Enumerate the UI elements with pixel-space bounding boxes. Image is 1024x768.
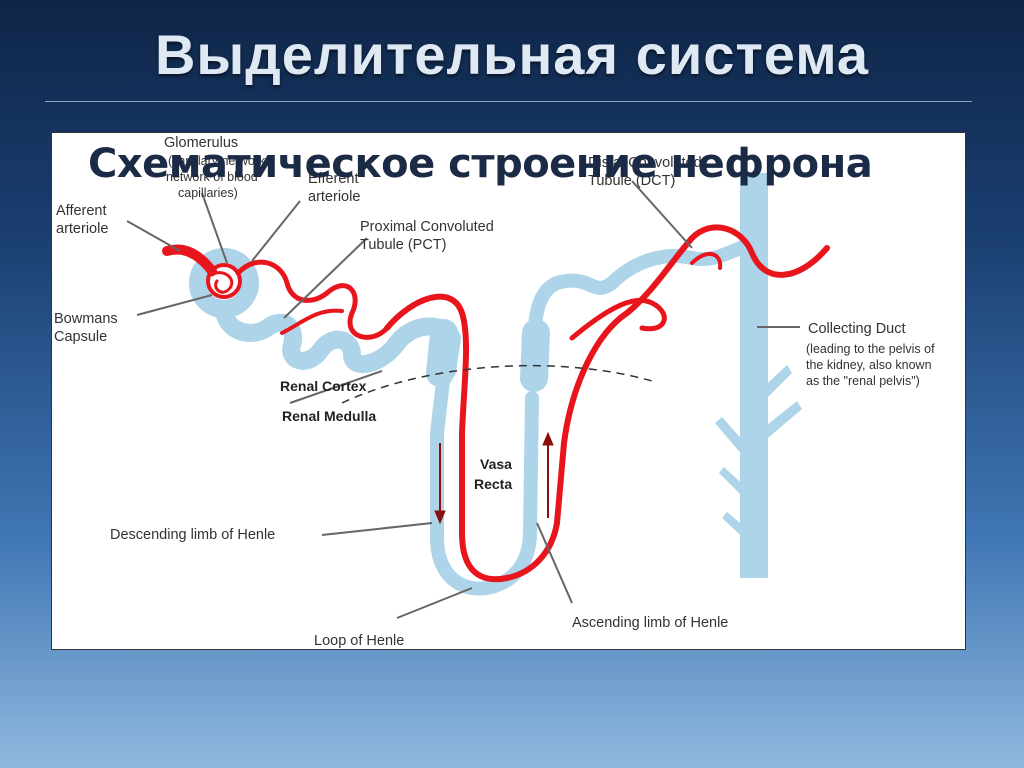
label-ascending-limb: Ascending limb of Henle	[572, 615, 728, 631]
label-dct-2: Tubule (DCT)	[588, 173, 675, 189]
label-recta: Recta	[474, 476, 512, 492]
leader-loop	[396, 587, 473, 619]
label-collecting-sub3: as the "renal pelvis")	[806, 374, 920, 388]
cortex-medulla-boundary	[341, 364, 653, 404]
label-loop-of-henle: Loop of Henle	[314, 633, 404, 649]
leader-ascending	[536, 522, 573, 604]
leader-pct	[283, 237, 368, 319]
vasa-recta	[384, 224, 830, 583]
label-collecting-duct: Collecting Duct	[808, 321, 906, 337]
leader-glomerulus	[201, 192, 228, 264]
loop-of-henle	[430, 366, 539, 596]
label-renal-cortex: Renal Cortex	[280, 378, 367, 394]
up-arrow-icon	[542, 431, 554, 446]
label-afferent-2: arteriole	[56, 221, 108, 237]
proximal-tubule	[215, 302, 461, 380]
title-divider	[45, 101, 972, 102]
blood-vessels	[162, 224, 830, 583]
diagram-subtitle: Схематическое строение нефрона	[88, 141, 873, 187]
leader-efferent	[251, 200, 301, 262]
flow-arrows	[434, 431, 554, 525]
leader-lines	[126, 180, 800, 619]
label-pct-1: Proximal Convoluted	[360, 219, 494, 235]
diagram-labels: Glomerulus (capillary network network of…	[54, 135, 935, 649]
label-bowmans-2: Capsule	[54, 329, 107, 345]
label-glomerulus-sub2: network of blood	[166, 170, 258, 184]
efferent-arteriole	[235, 259, 390, 340]
glomerulus	[206, 263, 242, 299]
label-collecting-sub1: (leading to the pelvis of	[806, 342, 935, 356]
leader-dct	[631, 180, 693, 249]
leader-bowmans	[136, 294, 213, 316]
label-efferent-1: Efferent	[308, 171, 359, 187]
label-dct-1: Distal Convoluted	[588, 155, 702, 171]
label-vasa: Vasa	[480, 456, 512, 472]
collecting-duct	[715, 173, 802, 578]
nephron-diagram: Glomerulus (capillary network network of…	[54, 135, 935, 649]
label-bowmans-1: Bowmans	[54, 311, 118, 327]
label-glomerulus: Glomerulus	[164, 135, 238, 151]
renal-tubule	[189, 236, 759, 596]
label-pct-2: Tubule (PCT)	[360, 237, 446, 253]
distal-tubule	[526, 236, 759, 380]
label-efferent-2: arteriole	[308, 189, 360, 205]
label-descending-limb: Descending limb of Henle	[110, 527, 275, 543]
diagram-panel: Glomerulus (capillary network network of…	[51, 132, 966, 650]
label-afferent-1: Afferent	[56, 203, 107, 219]
label-collecting-sub2: the kidney, also known	[806, 358, 932, 372]
leader-afferent	[126, 220, 181, 252]
down-arrow-icon	[434, 510, 446, 525]
label-renal-medulla: Renal Medulla	[282, 408, 376, 424]
leader-descending	[321, 522, 433, 536]
slide-title: Выделительная система	[154, 23, 870, 86]
leader-cortex	[289, 370, 383, 404]
afferent-arteriole	[162, 244, 217, 276]
label-glomerulus-sub1: (capillary network	[168, 154, 266, 168]
label-glomerulus-sub3: capillaries)	[178, 186, 238, 200]
